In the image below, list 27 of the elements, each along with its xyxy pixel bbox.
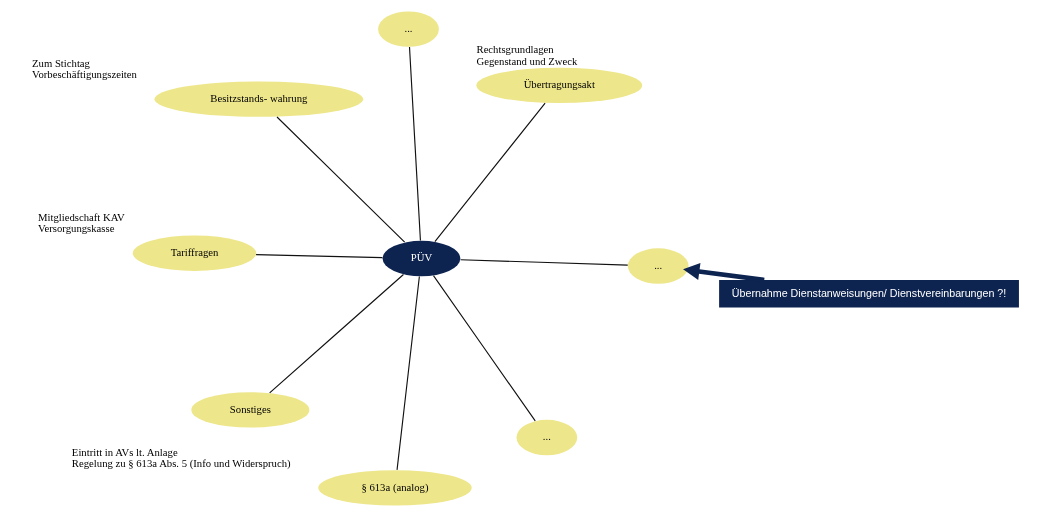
connector: [268, 273, 404, 394]
connector: [395, 275, 420, 471]
node-box: Übernahme Dienstanweisungen/ Dienstvereinbarungen ?!: [718, 280, 1019, 308]
node-ellipse: § 613a (analog): [317, 470, 472, 506]
connector: [275, 116, 405, 243]
node-ellipse: ...: [516, 419, 577, 456]
node-ellipse: ...: [377, 11, 439, 47]
connector: [432, 275, 536, 422]
node-ellipse: ...: [627, 248, 689, 284]
connector: [255, 254, 383, 259]
node-label: Versorgungskasse: [37, 222, 114, 235]
node-label: Vorbeschäftigungszeiten: [31, 68, 137, 81]
node-label: Gegenstand und Zweck: [476, 54, 577, 67]
node-label: Regelung zu § 613a Abs. 5 (Info und Widerspruch): [71, 457, 291, 470]
node-label: Zum Stichtag: [31, 56, 90, 69]
node-ellipse: Sonstiges: [190, 392, 309, 428]
node-ellipse: PÜV: [382, 240, 460, 277]
node-ellipse: Übertragungsakt: [475, 67, 642, 104]
node-label: Eintritt in AVs lt. Anlage: [71, 445, 178, 458]
connector: [433, 102, 546, 243]
arrow: [682, 262, 765, 283]
node-label: Rechtsgrundlagen: [476, 43, 554, 56]
connector: [408, 46, 421, 242]
node-ellipse: Besitzstands- wahrung: [153, 81, 363, 117]
node-label: Mitgliedschaft KAV: [37, 210, 125, 223]
node-ellipse: Tariffragen: [132, 235, 256, 271]
connector: [459, 259, 628, 266]
